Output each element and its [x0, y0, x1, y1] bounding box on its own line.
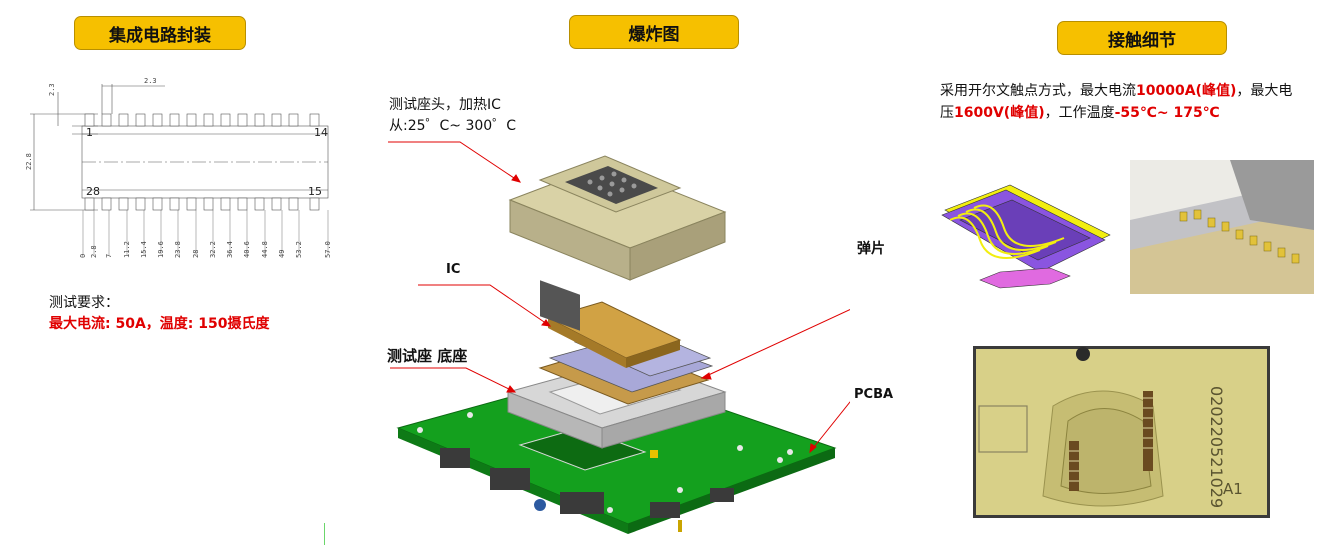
decorative-mark — [324, 523, 325, 545]
pin-label-28: 28 — [86, 185, 100, 198]
socket-base-label: 测试座 底座 — [387, 347, 468, 365]
exploded-view-illustration — [388, 141, 850, 534]
drawing-x-tick-label: 2.8 — [90, 245, 98, 258]
contact-line2-prefix: 压 — [940, 105, 954, 121]
spring-contact-render — [941, 184, 1111, 289]
drawing-x-tick-label: 28 — [192, 250, 200, 258]
drawing-x-tick-label: 53.2 — [295, 241, 303, 258]
photo-mark-a1: A1 — [1223, 480, 1243, 498]
pin-label-1: 1 — [86, 126, 93, 139]
ic-chip — [546, 301, 682, 368]
drawing-x-tick-label: 32.2 — [209, 241, 217, 258]
header-exploded-view: 爆炸图 — [569, 15, 739, 49]
contact-temperature: -55℃~ 175℃ — [1114, 105, 1220, 121]
contact-line1-prefix: 采用开尔文触点方式，最大电流 — [940, 83, 1136, 99]
pcba-board — [396, 369, 837, 534]
drawing-x-tick-label: 57.0 — [324, 241, 332, 258]
drawing-x-tick-label: 7 — [105, 254, 113, 258]
socket-head — [508, 155, 727, 331]
drawing-x-tick-label: 23.8 — [174, 241, 182, 258]
dim-side: 22.8 — [25, 153, 33, 170]
contact-max-current: 10000A(峰值) — [1136, 83, 1237, 99]
drawing-x-tick-label: 36.4 — [226, 241, 234, 258]
contact-line1-suffix: ，最大电 — [1236, 83, 1293, 99]
dim-top-b: 2.3 — [48, 83, 56, 96]
requirements-title: 测试要求： — [49, 295, 119, 311]
socket-closeup-render — [1130, 160, 1314, 294]
drawing-x-tick-label: 11.2 — [123, 241, 131, 258]
drawing-x-tick-label: 15.4 — [140, 241, 148, 258]
header-contact-detail: 接触细节 — [1057, 21, 1227, 55]
pcba-label: PCBA — [854, 387, 894, 402]
spring-label: 弹片 — [857, 241, 885, 257]
contact-line2-mid: ，工作温度 — [1044, 105, 1115, 121]
header-package: 集成电路封装 — [74, 16, 246, 50]
pin-label-14: 14 — [314, 126, 328, 139]
dim-top-a: 2.3 — [144, 77, 157, 85]
drawing-x-tick-label: 0 — [79, 254, 87, 258]
drawing-x-tick-label: 44.8 — [261, 241, 269, 258]
pin-label-15: 15 — [308, 185, 322, 198]
drawing-x-tick-label: 19.6 — [157, 241, 165, 258]
contact-max-voltage: 1600V(峰值) — [954, 105, 1045, 121]
photo-serial-text: 020220521029 — [1207, 386, 1226, 508]
contact-description-line2: 压1600V(峰值)，工作温度-55℃~ 175℃ — [940, 102, 1220, 122]
ic-label: IC — [446, 262, 461, 277]
socket-photo: 020220521029 A1 — [973, 346, 1270, 518]
requirements-detail: 最大电流: 50A，温度: 150摄氏度 — [49, 316, 270, 332]
socket-head-note-line2: 从:25゜C~ 300゜C — [389, 118, 516, 134]
drawing-x-tick-label: 49 — [278, 250, 286, 258]
drawing-x-tick-label: 40.6 — [243, 241, 251, 258]
socket-head-note-line1: 测试座头，加热IC — [389, 97, 501, 113]
contact-description-line1: 采用开尔文触点方式，最大电流10000A(峰值)，最大电 — [940, 80, 1292, 100]
